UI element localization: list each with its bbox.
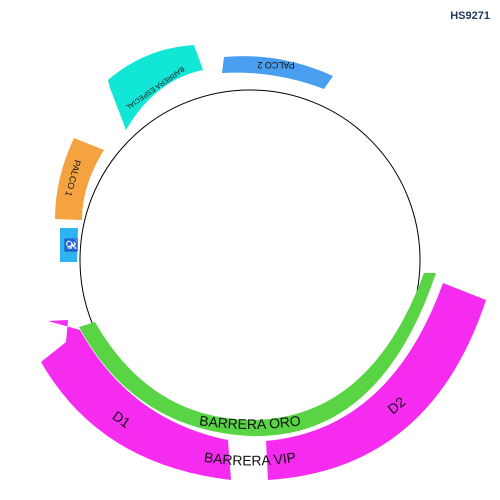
section-accessible[interactable] — [60, 228, 78, 262]
section-barrera-especial[interactable] — [108, 45, 203, 130]
section-d1[interactable] — [41, 320, 231, 480]
section-palco-1[interactable] — [55, 138, 104, 220]
section-palco-2[interactable] — [222, 56, 333, 89]
section-d2[interactable] — [266, 283, 486, 480]
section-barrera-oro[interactable] — [79, 273, 436, 437]
event-code: HS9271 — [450, 10, 490, 22]
